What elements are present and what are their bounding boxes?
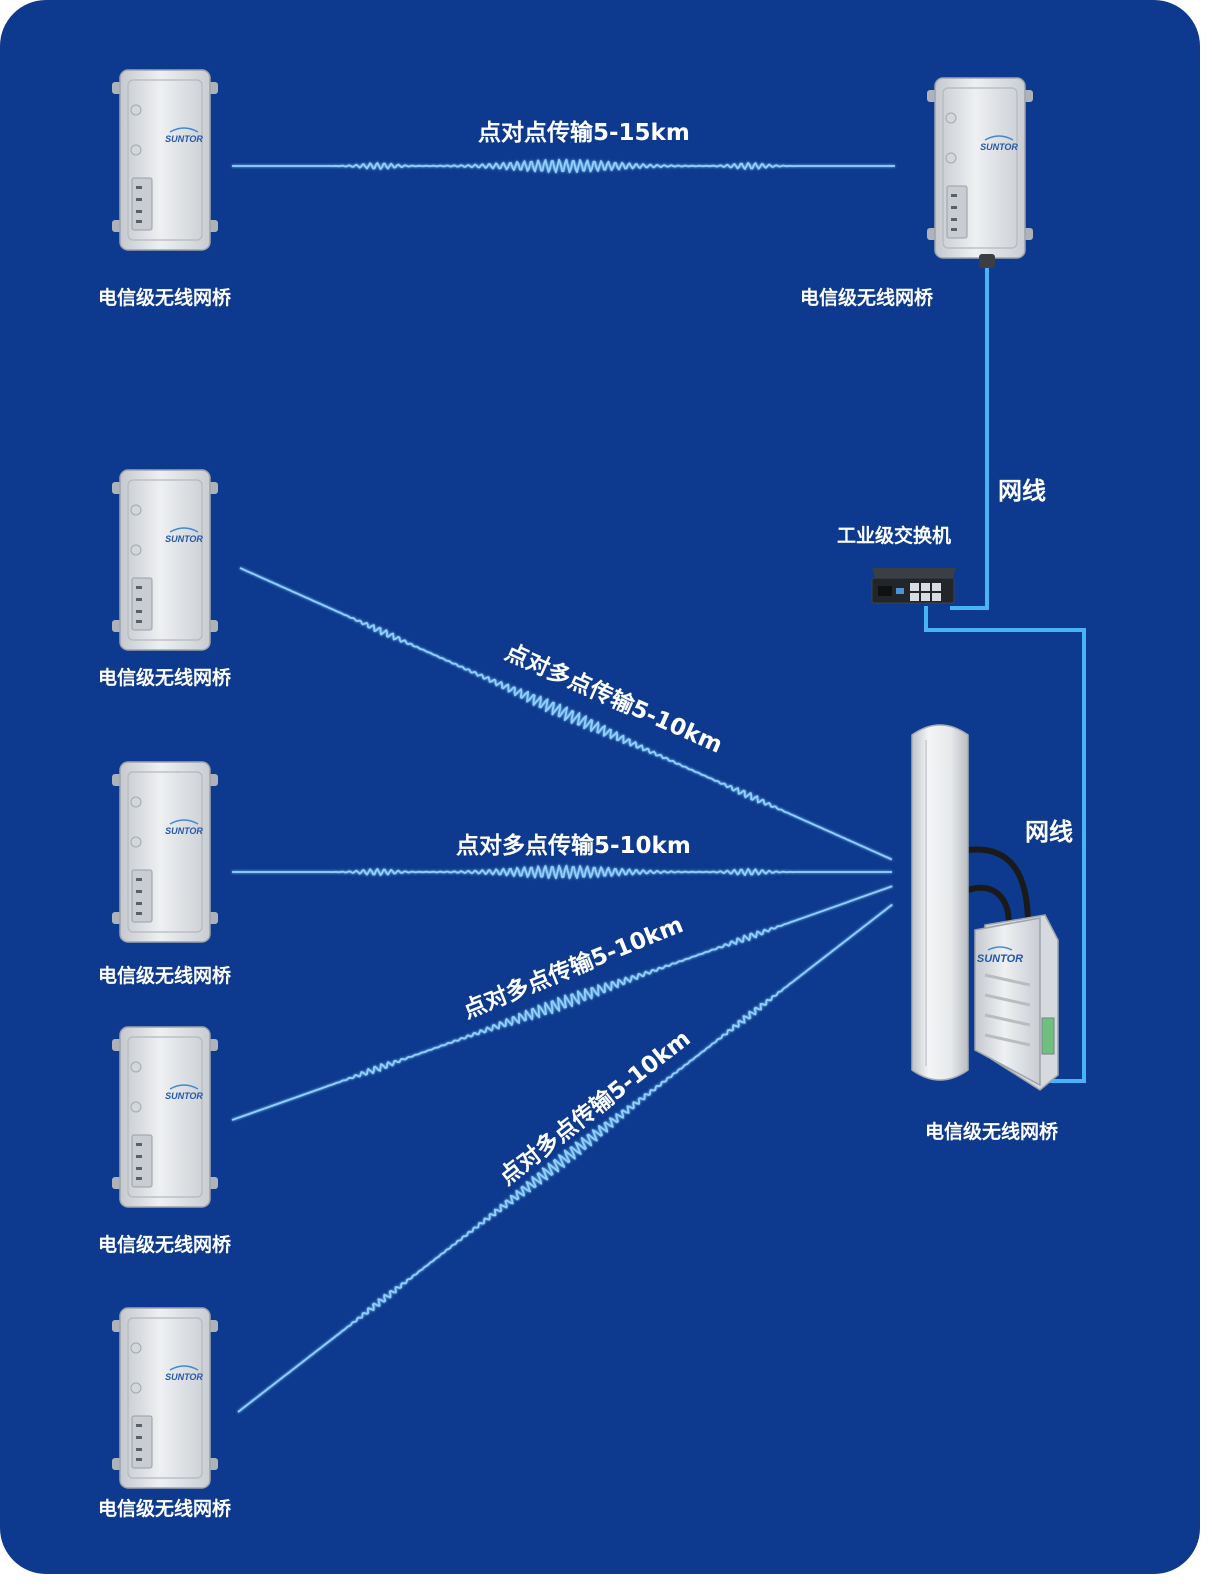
bridge-label-left-2: 电信级无线网桥 xyxy=(98,965,232,987)
wave-point-to-point xyxy=(232,158,895,174)
bridge-device-left-3 xyxy=(111,1026,219,1208)
bridge-device-top-right xyxy=(926,77,1034,259)
bridge-device-left-1 xyxy=(111,469,219,651)
antenna-feeder-cable xyxy=(967,846,1031,926)
link-label-multipoint-2: 点对多点传输5-10km xyxy=(456,833,691,859)
base-bridge-device: SUNTOR xyxy=(974,914,1059,1091)
link-label-point-to-point: 点对点传输5-15km xyxy=(478,120,690,146)
bridge-device-left-2 xyxy=(111,761,219,943)
bridge-label-top-right: 电信级无线网桥 xyxy=(800,287,934,309)
bridge-label-top-left: 电信级无线网桥 xyxy=(98,287,232,309)
wave-multipoint-2 xyxy=(232,864,892,880)
bridge-label-left-4: 电信级无线网桥 xyxy=(98,1498,232,1520)
cable-switch-to-base xyxy=(924,606,1086,1083)
bridge-device-left-4 xyxy=(111,1307,219,1489)
wave-multipoint-4 xyxy=(237,903,893,1413)
bridge-label-left-3: 电信级无线网桥 xyxy=(98,1234,232,1256)
industrial-switch xyxy=(871,568,956,604)
bridge-label-base: 电信级无线网桥 xyxy=(925,1121,1059,1143)
cable-label-upper: 网线 xyxy=(998,477,1046,505)
wave-multipoint-1 xyxy=(239,567,893,861)
bridge-label-left-1: 电信级无线网桥 xyxy=(98,667,232,689)
cable-bridge-to-switch xyxy=(950,266,989,610)
switch-label: 工业级交换机 xyxy=(837,525,952,547)
bridge-connector xyxy=(979,254,995,268)
brand-logo: SUNTOR xyxy=(977,953,1023,965)
bridge-device-top-left xyxy=(111,69,219,251)
cable-label-lower: 网线 xyxy=(1025,818,1073,846)
sector-antenna xyxy=(911,724,969,1081)
wave-multipoint-3 xyxy=(231,885,893,1121)
